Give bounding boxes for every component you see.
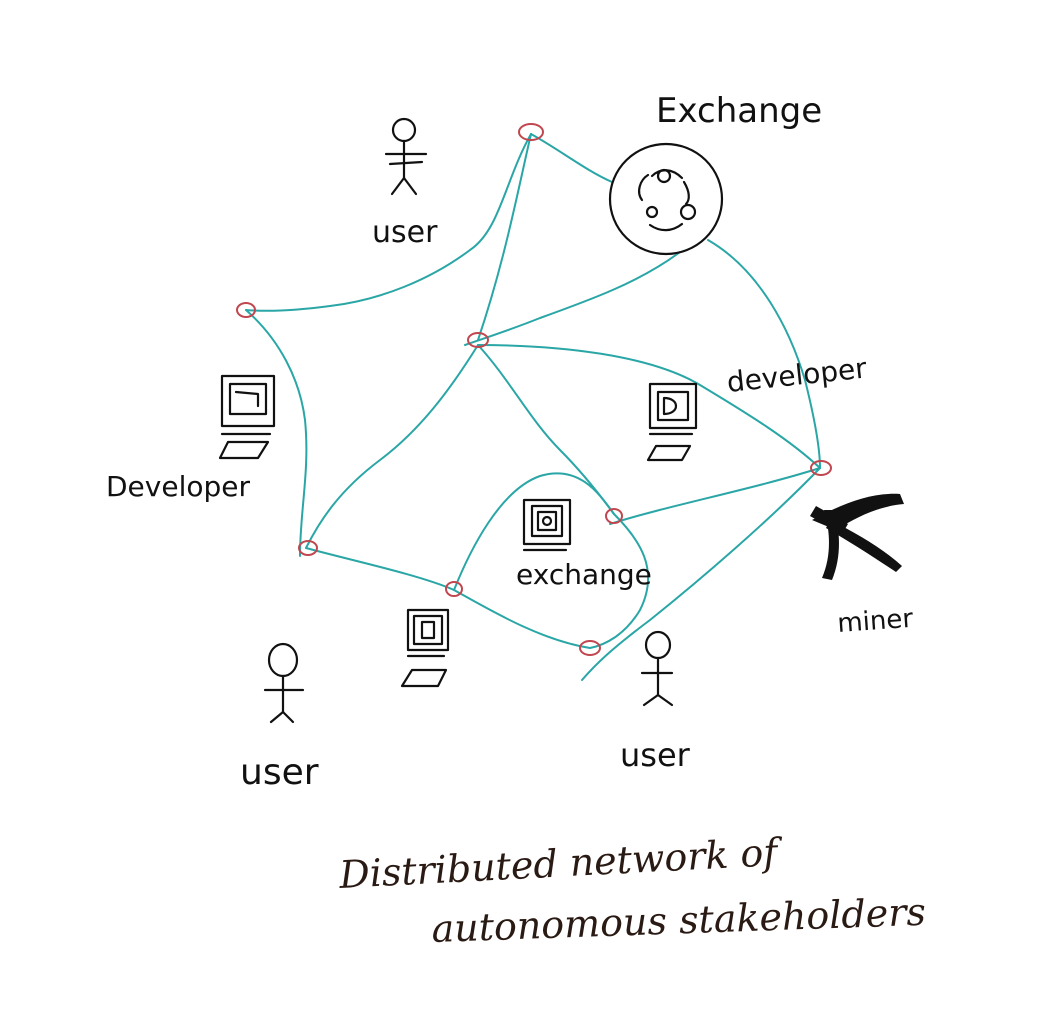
caption-line-2: autonomous stakeholders [431, 890, 927, 951]
network-edges [245, 133, 821, 681]
node-top [518, 123, 544, 141]
edge-top-to-exchange [530, 133, 613, 183]
edge-left-to-lowleft [245, 309, 308, 557]
label-miner: miner [836, 604, 914, 639]
pickaxe-icon [810, 493, 904, 580]
edge-lowmid-to-midright-loop [453, 472, 650, 649]
edge-center-to-lowleft [305, 344, 479, 549]
label-user-top: user [372, 215, 438, 250]
edge-right-to-bottom [581, 467, 821, 681]
label-exchange-center: exchange [516, 558, 652, 591]
edge-midright-to-right [609, 467, 821, 525]
label-developer-left: Developer [106, 470, 250, 503]
node-lowleft [298, 540, 318, 556]
caption-line-1: Distributed network of [337, 830, 784, 897]
edge-exchange-to-right [707, 239, 821, 469]
label-user-bottom-right: user [620, 736, 691, 774]
node-bottom [579, 640, 601, 656]
edge-exchange-to-center [464, 251, 681, 346]
person-icon [384, 117, 428, 196]
edge-lowleft-to-lowmid [305, 547, 455, 591]
edge-center-to-right [477, 344, 821, 469]
computer-icon [218, 374, 276, 460]
edge-lowmid-to-bottom [453, 589, 591, 649]
label-exchange-top: Exchange [656, 91, 822, 131]
node-left [236, 302, 256, 318]
node-center [467, 332, 489, 348]
exchange-circle-icon [608, 142, 724, 256]
computer-icon [646, 382, 698, 462]
edge-top-to-center [477, 133, 532, 341]
edge-top-to-left [245, 133, 532, 312]
label-developer-right: developer [725, 351, 868, 399]
network-nodes [236, 123, 832, 656]
node-lowmid [445, 581, 463, 597]
node-midright [605, 508, 623, 524]
person-icon [640, 630, 674, 707]
node-right [810, 460, 832, 476]
person-icon [263, 642, 305, 724]
computer-icon [522, 498, 572, 552]
computer-icon [400, 608, 450, 688]
label-user-bottom-left: user [240, 752, 319, 793]
